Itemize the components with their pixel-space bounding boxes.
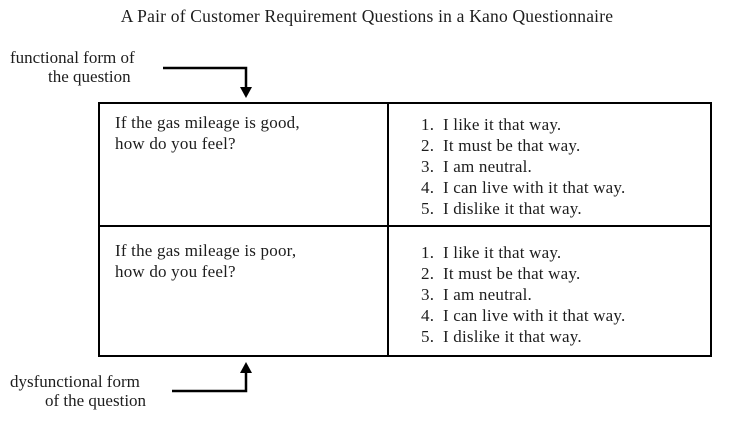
- option-item: 1. I like it that way.: [421, 242, 710, 263]
- dysfunctional-question-line1: If the gas mileage is poor,: [115, 241, 297, 260]
- option-item: 5. I dislike it that way.: [421, 326, 710, 347]
- option-label: I can live with it that way.: [443, 178, 626, 197]
- option-item: 1. I like it that way.: [421, 114, 710, 135]
- dysfunctional-arrow: [172, 362, 252, 393]
- option-item: 4. I can live with it that way.: [421, 177, 710, 198]
- option-number: 1.: [421, 115, 435, 134]
- functional-question-line1: If the gas mileage is good,: [115, 113, 300, 132]
- option-item: 5. I dislike it that way.: [421, 198, 710, 219]
- option-number: 5.: [421, 327, 435, 346]
- option-number: 4.: [421, 178, 435, 197]
- option-label: I dislike it that way.: [443, 199, 582, 218]
- functional-question-line2: how do you feel?: [115, 134, 236, 153]
- functional-question-cell: If the gas mileage is good, how do you f…: [100, 104, 389, 227]
- dysfunctional-form-label-line1: dysfunctional form: [10, 372, 140, 391]
- option-number: 3.: [421, 285, 435, 304]
- functional-form-label-line1: functional form of: [10, 48, 135, 67]
- functional-arrow: [163, 66, 252, 98]
- option-label: It must be that way.: [443, 264, 581, 283]
- option-number: 5.: [421, 199, 435, 218]
- dysfunctional-form-label-line2: of the question: [45, 391, 147, 410]
- option-label: I can live with it that way.: [443, 306, 626, 325]
- question-table: If the gas mileage is good, how do you f…: [98, 102, 712, 357]
- option-number: 4.: [421, 306, 435, 325]
- option-label: I like it that way.: [443, 115, 562, 134]
- figure-title: A Pair of Customer Requirement Questions…: [120, 6, 614, 26]
- option-item: 3. I am neutral.: [421, 284, 710, 305]
- dysfunctional-arrowhead-icon: [240, 362, 252, 373]
- option-label: I am neutral.: [443, 285, 532, 304]
- option-number: 2.: [421, 136, 435, 155]
- option-item: 2. It must be that way.: [421, 263, 710, 284]
- functional-arrowhead-icon: [240, 87, 252, 98]
- functional-form-label: functional form of the question: [10, 48, 135, 86]
- option-number: 2.: [421, 264, 435, 283]
- option-item: 3. I am neutral.: [421, 156, 710, 177]
- dysfunctional-options-cell: 1. I like it that way. 2. It must be tha…: [389, 227, 710, 355]
- functional-options-cell: 1. I like it that way. 2. It must be tha…: [389, 104, 710, 227]
- dysfunctional-question-line2: how do you feel?: [115, 262, 236, 281]
- option-label: I am neutral.: [443, 157, 532, 176]
- option-number: 3.: [421, 157, 435, 176]
- option-label: I like it that way.: [443, 243, 562, 262]
- option-label: It must be that way.: [443, 136, 581, 155]
- functional-form-label-line2: the question: [48, 67, 131, 86]
- dysfunctional-question-cell: If the gas mileage is poor, how do you f…: [100, 227, 389, 355]
- option-item: 2. It must be that way.: [421, 135, 710, 156]
- option-label: I dislike it that way.: [443, 327, 582, 346]
- dysfunctional-form-label: dysfunctional form of the question: [10, 372, 146, 410]
- option-number: 1.: [421, 243, 435, 262]
- option-item: 4. I can live with it that way.: [421, 305, 710, 326]
